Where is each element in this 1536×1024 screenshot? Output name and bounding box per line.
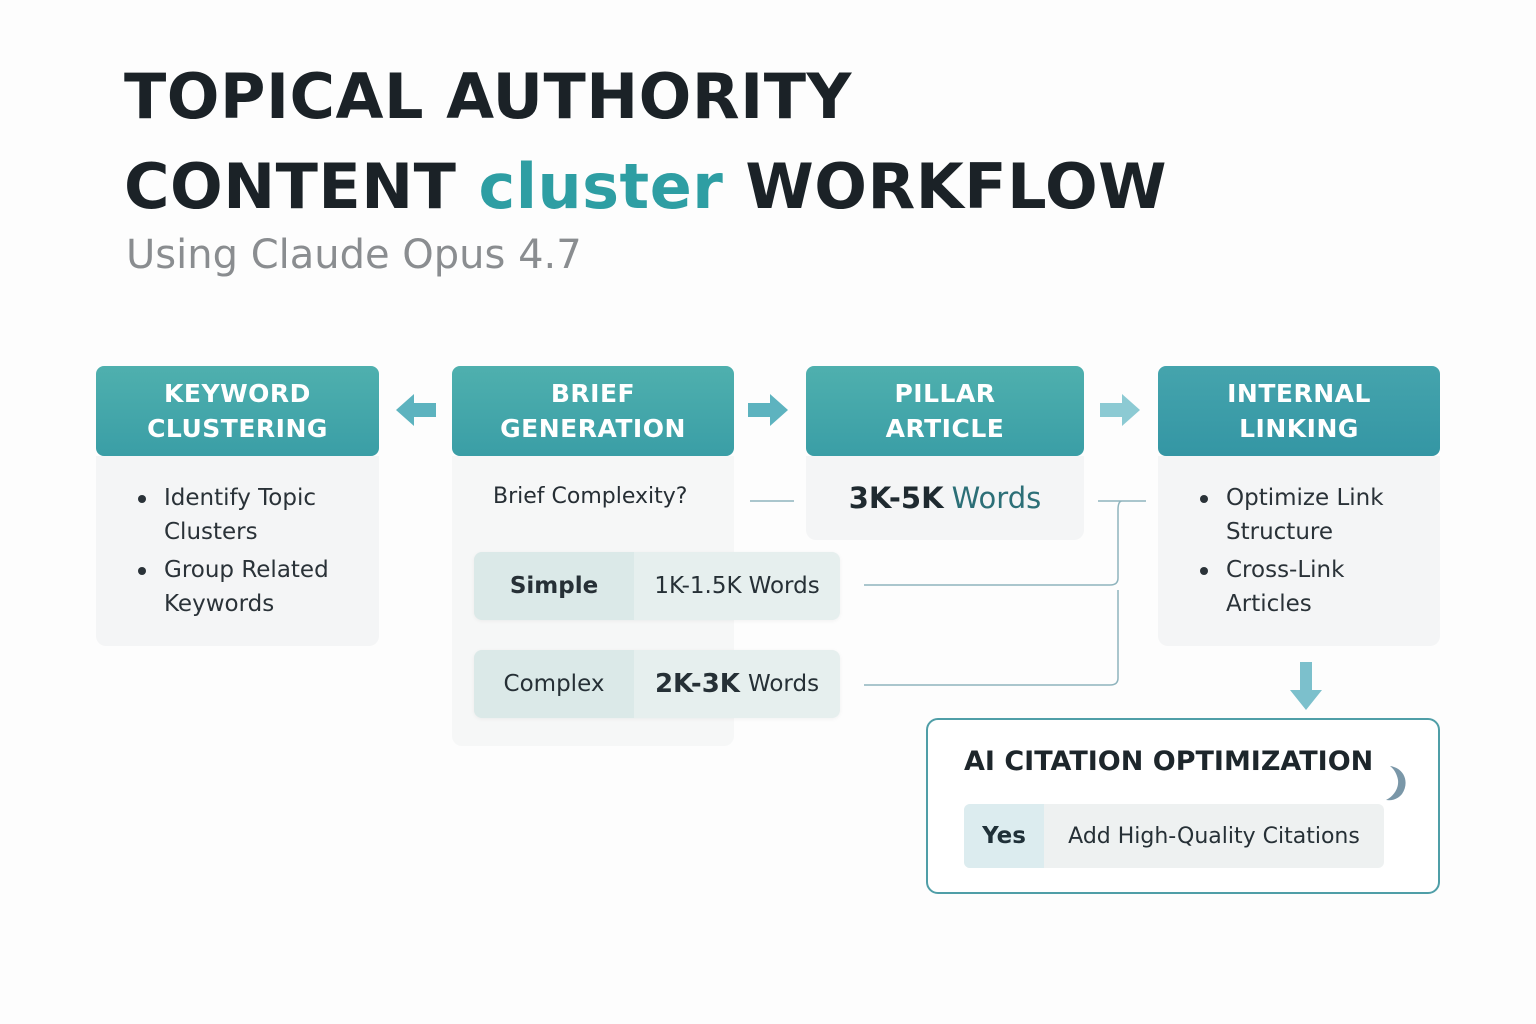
- list-item: Identify Topic Clusters: [138, 481, 358, 549]
- header-line: ARTICLE: [885, 414, 1005, 443]
- ai-citation-box: AI CITATION OPTIMIZATION Yes Add High-Qu…: [926, 718, 1440, 894]
- option-value: 1K-1.5K Words: [634, 552, 840, 620]
- pillar-word-num: 3K-5K: [848, 481, 944, 515]
- arrow-down-icon: [1290, 662, 1322, 710]
- arrow-right-icon: [1100, 394, 1140, 426]
- option-complex[interactable]: Complex 2K-3K Words: [474, 650, 840, 718]
- title-text-1: TOPICAL AUTHORITY: [124, 60, 852, 133]
- option-value-unit: Words: [748, 573, 820, 599]
- option-value-num: 1K-1.5K: [654, 573, 742, 599]
- bullet-text: Cross-Link Articles: [1226, 557, 1345, 617]
- option-value-num: 2K-3K: [654, 669, 740, 699]
- header-line: KEYWORD: [164, 379, 311, 408]
- option-label: Complex: [474, 650, 634, 718]
- keyword-clustering-body: [96, 456, 379, 646]
- brief-generation-header: BRIEF GENERATION: [452, 366, 734, 456]
- title-accent-word: cluster: [478, 150, 724, 223]
- keyword-clustering-header: KEYWORD CLUSTERING: [96, 366, 379, 456]
- title-text-2b: WORKFLOW: [745, 150, 1168, 223]
- ai-citation-answer: Yes: [964, 804, 1044, 868]
- bullet-text: Optimize Link Structure: [1226, 485, 1384, 545]
- keyword-clustering-bullets: Identify Topic Clusters Group Related Ke…: [138, 481, 358, 625]
- title-line-2: CONTENT cluster WORKFLOW: [124, 150, 1167, 223]
- bullet-text: Group Related Keywords: [164, 557, 329, 617]
- pillar-article-header: PILLAR ARTICLE: [806, 366, 1084, 456]
- title-text-2a: CONTENT: [124, 150, 457, 223]
- arrow-right-icon: [748, 394, 788, 426]
- title-line-1: TOPICAL AUTHORITY: [124, 60, 852, 133]
- option-value: 2K-3K Words: [634, 650, 840, 718]
- option-label: Simple: [474, 552, 634, 620]
- option-value-unit: Words: [747, 671, 820, 697]
- header-line: CLUSTERING: [147, 414, 328, 443]
- internal-linking-bullets: Optimize Link Structure Cross-Link Artic…: [1200, 481, 1420, 625]
- internal-linking-header: INTERNAL LINKING: [1158, 366, 1440, 456]
- header-line: PILLAR: [894, 379, 996, 408]
- header-line: INTERNAL: [1227, 379, 1371, 408]
- internal-linking-body: [1158, 456, 1440, 646]
- option-simple[interactable]: Simple 1K-1.5K Words: [474, 552, 840, 620]
- moon-icon: [1386, 766, 1406, 801]
- subtitle: Using Claude Opus 4.7: [126, 232, 582, 278]
- list-item: Optimize Link Structure: [1200, 481, 1420, 549]
- header-line: LINKING: [1239, 414, 1359, 443]
- list-item: Group Related Keywords: [138, 553, 358, 621]
- pillar-word-unit: Words: [951, 481, 1042, 515]
- ai-citation-row[interactable]: Yes Add High-Quality Citations: [964, 804, 1384, 868]
- list-item: Cross-Link Articles: [1200, 553, 1420, 621]
- header-line: GENERATION: [500, 414, 686, 443]
- header-line: BRIEF: [550, 379, 636, 408]
- ai-citation-action: Add High-Quality Citations: [1068, 823, 1360, 849]
- ai-citation-title: AI CITATION OPTIMIZATION: [964, 746, 1374, 777]
- brief-complexity-question: Brief Complexity?: [493, 484, 688, 509]
- arrow-left-icon: [396, 394, 436, 426]
- pillar-word-count: 3K-5K Words: [806, 456, 1084, 540]
- bullet-text: Identify Topic Clusters: [164, 485, 316, 545]
